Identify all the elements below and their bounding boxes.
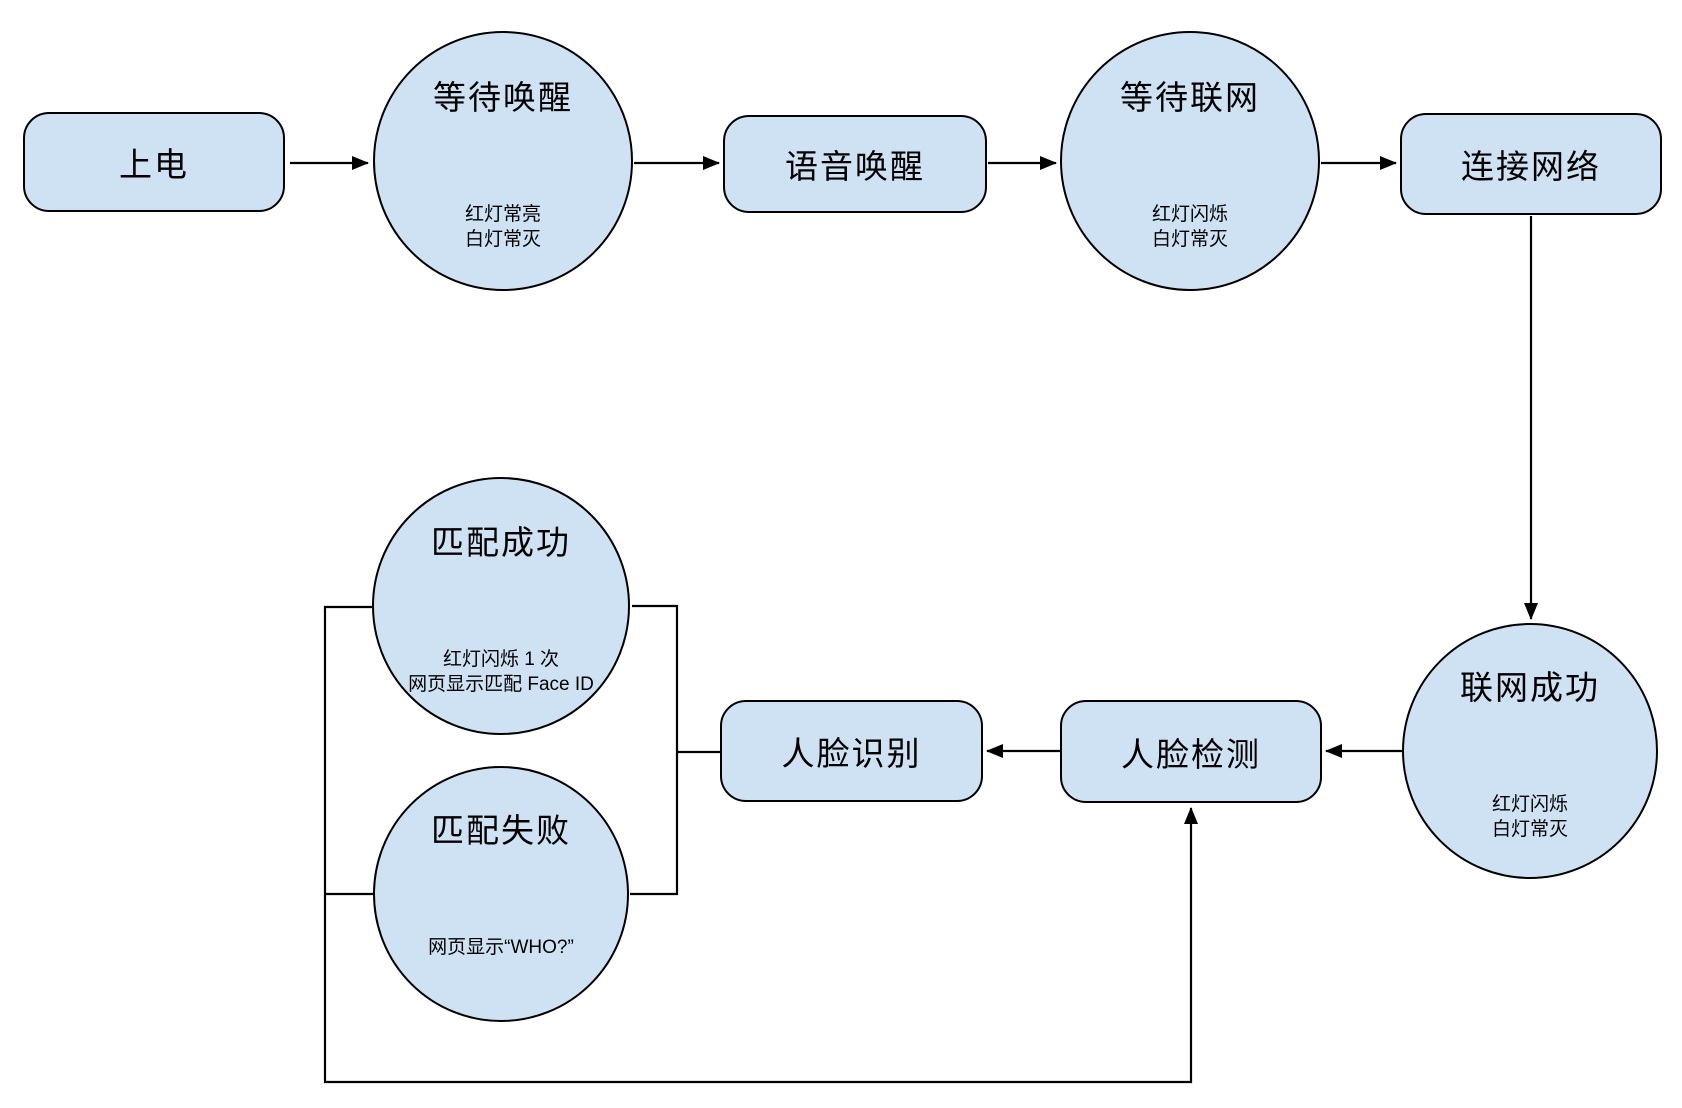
node-sub-text: 红灯闪烁 1 次网页显示匹配 Face ID [374, 647, 628, 697]
node-face-detection: 人脸检测 [1060, 700, 1322, 803]
node-sub-line: 红灯常亮 [464, 204, 541, 225]
node-label: 语音唤醒 [785, 148, 925, 185]
node-label: 人脸识别 [781, 735, 922, 772]
node-sub-line: 白灯常灭 [1151, 229, 1228, 250]
node-sub-line: 白灯常灭 [464, 229, 541, 250]
node-match-success: 匹配成功红灯闪烁 1 次网页显示匹配 Face ID [372, 477, 630, 735]
node-sub-line: 红灯闪烁 1 次 [442, 649, 560, 670]
node-sub-text: 网页显示“WHO?” [375, 935, 627, 960]
edge-match-bracket-right [630, 604, 679, 896]
node-match-fail: 匹配失败网页显示“WHO?” [373, 766, 629, 1022]
node-power-on: 上电 [23, 112, 285, 212]
node-connect-network: 连接网络 [1400, 113, 1662, 215]
node-network-success: 联网成功红灯闪烁白灯常灭 [1402, 623, 1658, 879]
node-label: 上电 [119, 146, 189, 183]
node-label: 匹配成功 [431, 524, 571, 561]
node-label: 匹配失败 [431, 812, 571, 849]
node-sub-text: 红灯闪烁白灯常灭 [1404, 792, 1656, 842]
node-voice-wake: 语音唤醒 [723, 115, 987, 213]
node-sub-text: 红灯闪烁白灯常灭 [1062, 202, 1318, 252]
node-sub-line: 网页显示匹配 Face ID [408, 674, 594, 695]
node-sub-text: 红灯常亮白灯常灭 [375, 202, 631, 252]
node-sub-line: 红灯闪烁 [1491, 794, 1568, 815]
node-label: 人脸检测 [1121, 735, 1261, 773]
node-face-recognition: 人脸识别 [720, 700, 983, 802]
node-label: 联网成功 [1460, 669, 1600, 706]
node-label: 等待联网 [1120, 79, 1260, 116]
node-wait-wake: 等待唤醒红灯常亮白灯常灭 [373, 31, 633, 291]
edge-loop-back-to-detect [323, 605, 1198, 1084]
node-sub-line: 白灯常灭 [1491, 819, 1568, 840]
node-label: 等待唤醒 [433, 79, 573, 116]
node-label: 连接网络 [1461, 148, 1601, 185]
node-wait-network: 等待联网红灯闪烁白灯常灭 [1060, 31, 1320, 291]
node-sub-line: 红灯闪烁 [1151, 204, 1228, 225]
node-sub-line: 网页显示“WHO?” [428, 937, 574, 958]
